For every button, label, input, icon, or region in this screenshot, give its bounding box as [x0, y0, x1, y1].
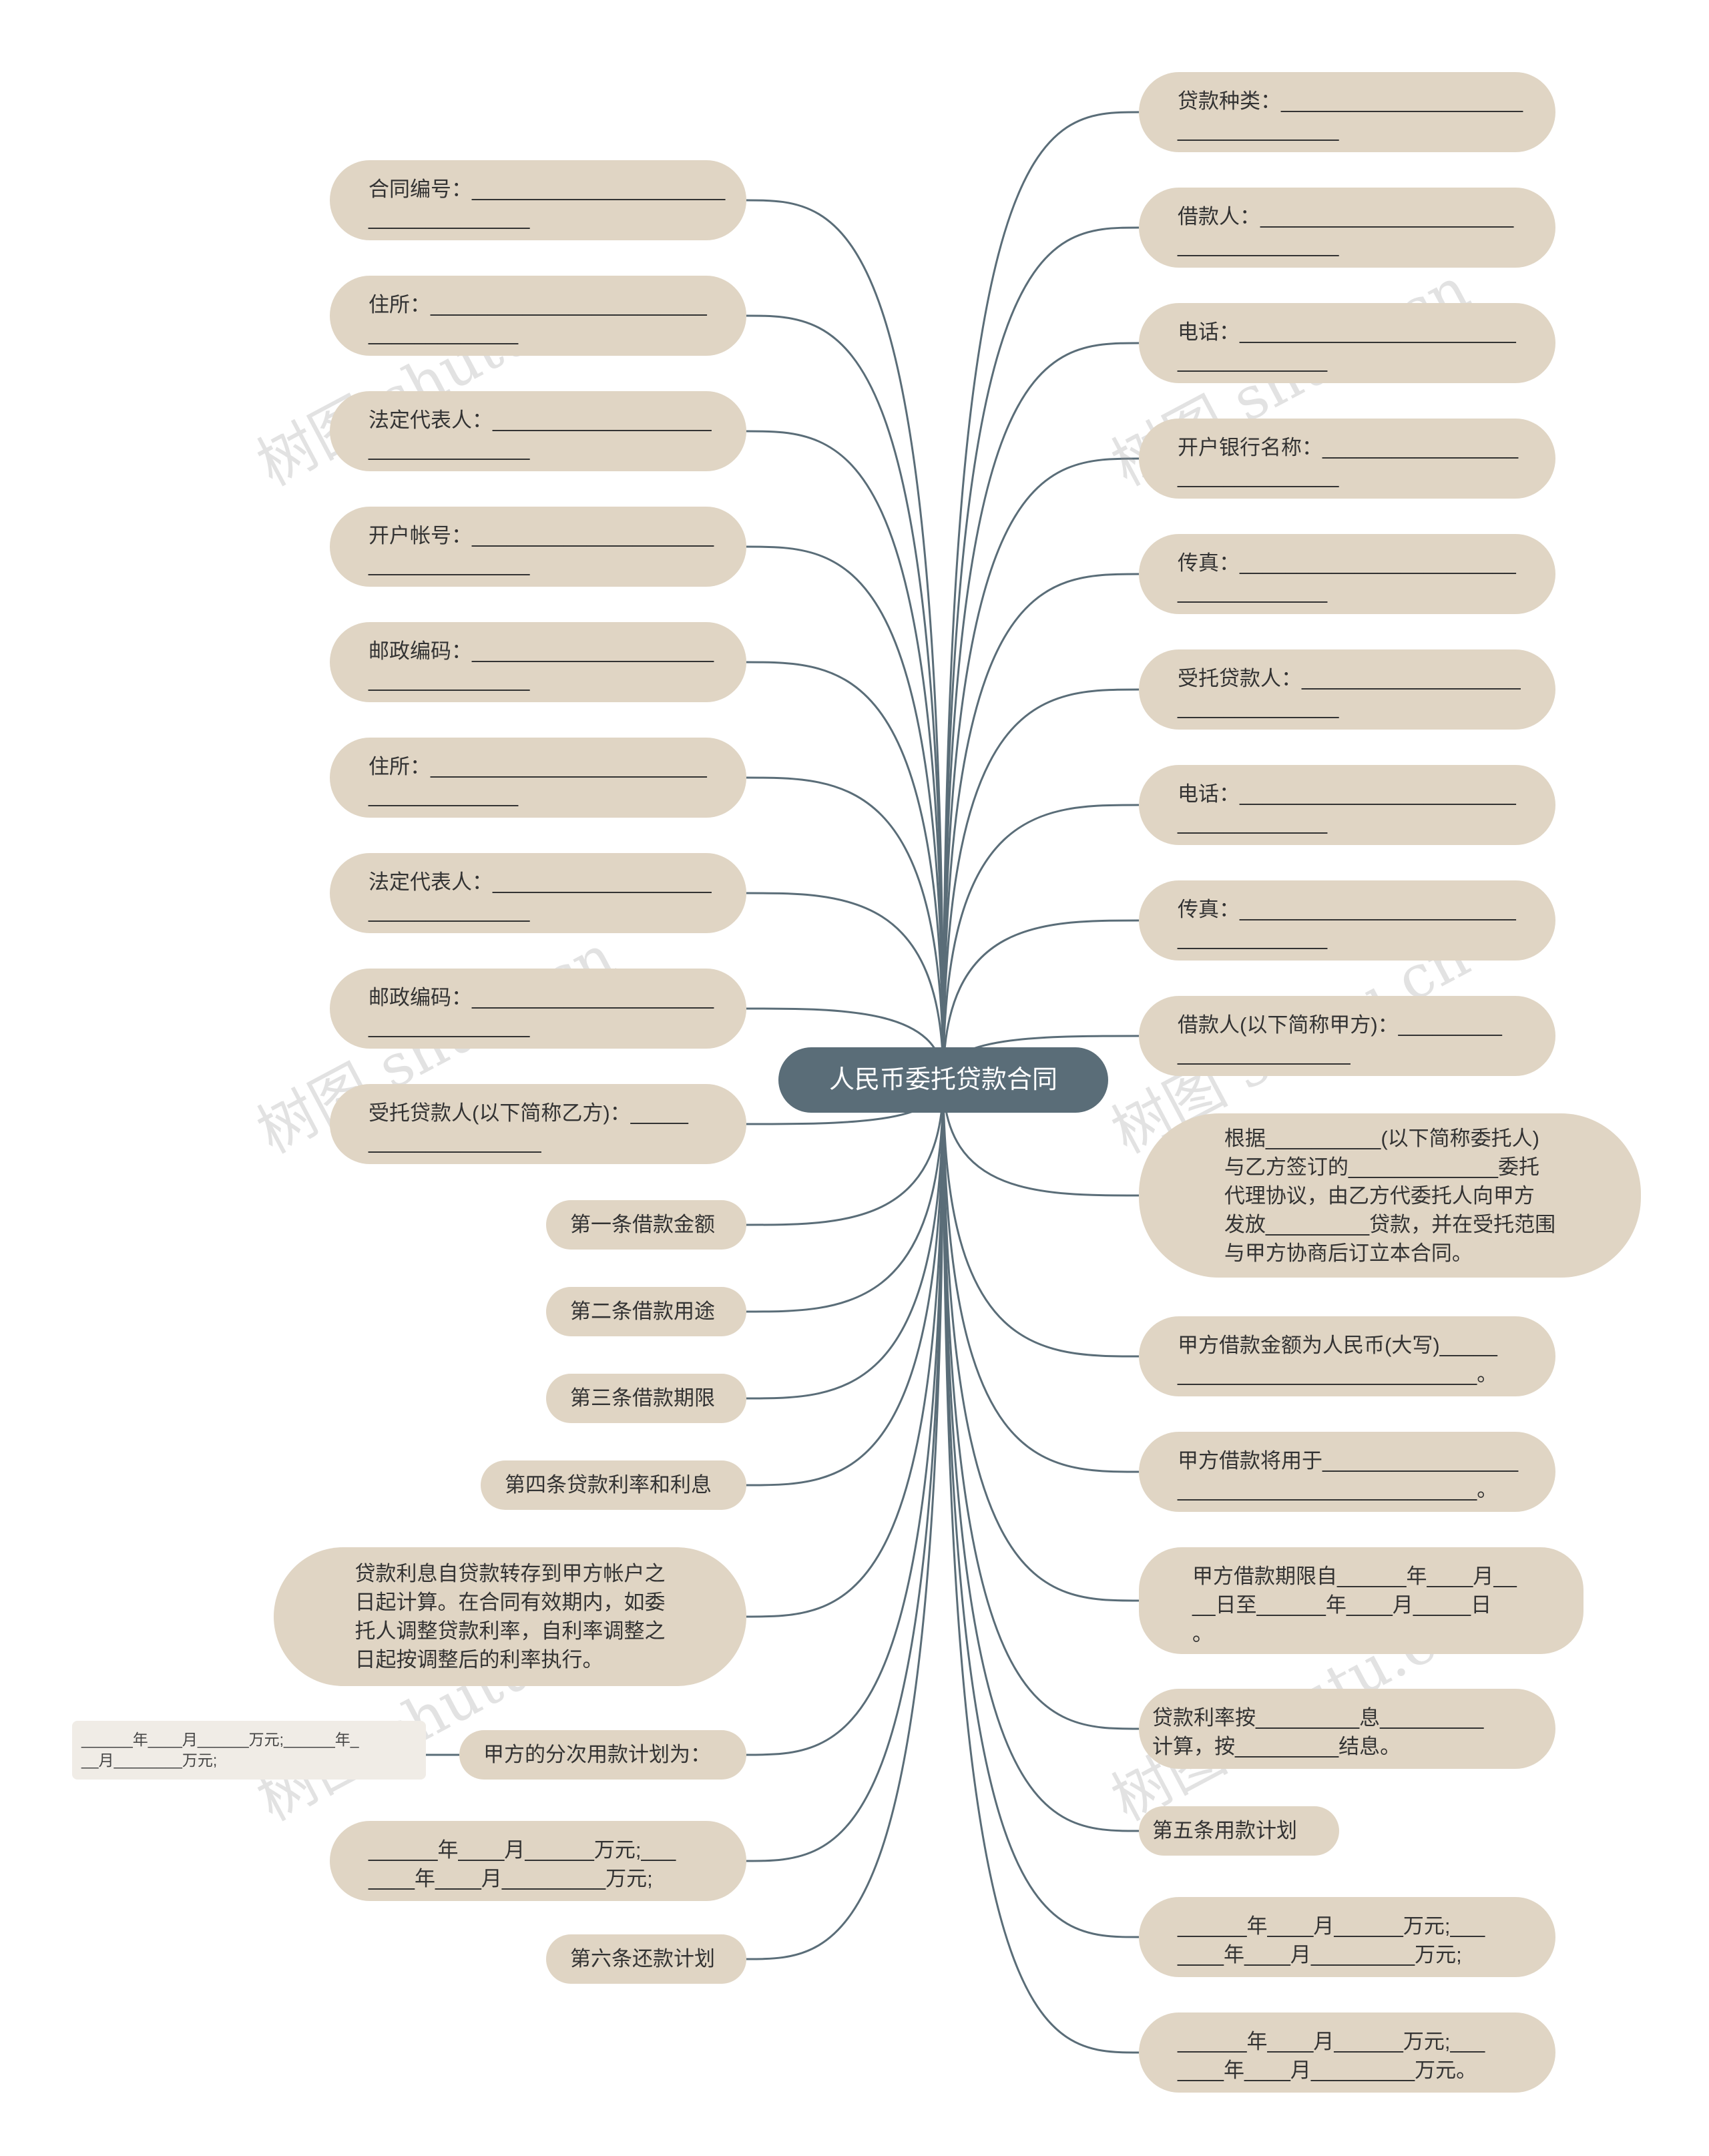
- connector-right-14: [942, 1079, 1140, 1730]
- node-phone[interactable]: 电话：________________________ ____________…: [1139, 303, 1555, 383]
- node-article-2[interactable]: 第二条借款用途: [546, 1287, 746, 1336]
- connector-right-2: [942, 226, 1140, 1081]
- node-legal-representative-2[interactable]: 法定代表人：___________________ ______________: [330, 853, 746, 933]
- connector-right-7: [942, 804, 1140, 1081]
- connector-left-15: [746, 1079, 945, 1756]
- node-fax[interactable]: 传真：________________________ ____________…: [1139, 534, 1555, 614]
- node-postal-code-2[interactable]: 邮政编码：_____________________ _____________…: [330, 969, 746, 1049]
- node-repayment-2[interactable]: ______年____月______万元;___ ____年____月_____…: [1139, 2012, 1555, 2093]
- node-trustee-lender[interactable]: 受托贷款人(以下简称乙方)：_____ _______________: [330, 1084, 746, 1164]
- connector-left-4: [746, 545, 945, 1081]
- node-trustee[interactable]: 受托贷款人：___________________ ______________: [1139, 649, 1555, 730]
- node-loan-term[interactable]: 甲方借款期限自______年____月__ __日至______年____月__…: [1139, 1547, 1583, 1654]
- node-article-3[interactable]: 第三条借款期限: [546, 1374, 746, 1423]
- central-topic[interactable]: 人民币委托贷款合同: [778, 1047, 1108, 1113]
- node-article-1[interactable]: 第一条借款金额: [546, 1200, 746, 1250]
- node-preamble[interactable]: 根据__________(以下简称委托人) 与乙方签订的____________…: [1139, 1113, 1641, 1278]
- node-article-6[interactable]: 第六条还款计划: [546, 1934, 746, 1984]
- connector-left-3: [746, 430, 945, 1081]
- connector-left-1: [746, 199, 945, 1081]
- node-fax-2[interactable]: 传真：________________________ ____________…: [1139, 880, 1555, 961]
- node-borrower[interactable]: 借款人：______________________ _____________…: [1139, 188, 1555, 268]
- connector-left-14: [746, 1079, 945, 1618]
- node-loan-type[interactable]: 贷款种类：_____________________ _____________…: [1139, 72, 1555, 152]
- node-interest-rate[interactable]: 贷款利率按_________息_________ 计算，按_________结息…: [1139, 1689, 1555, 1769]
- node-address-2[interactable]: 住所：________________________ ____________…: [330, 738, 746, 818]
- connector-right-11: [942, 1079, 1140, 1358]
- node-article-4[interactable]: 第四条贷款利率和利息: [481, 1460, 746, 1510]
- connector-left-13: [746, 1079, 945, 1487]
- connector-left-6: [746, 776, 945, 1081]
- node-postal-code[interactable]: 邮政编码：_____________________ _____________…: [330, 622, 746, 702]
- connector-right-3: [942, 342, 1140, 1081]
- node-address[interactable]: 住所：________________________ ____________…: [330, 276, 746, 356]
- connector-left-10: [746, 1079, 945, 1226]
- connector-right-17: [942, 1079, 1140, 2054]
- connector-right-6: [942, 688, 1140, 1081]
- connector-right-8: [942, 919, 1140, 1081]
- node-repayment-1[interactable]: ______年____月______万元;___ ____年____月_____…: [1139, 1897, 1555, 1977]
- connector-right-5: [942, 573, 1140, 1081]
- node-interest-note-text: 贷款利息自贷款转存到甲方帐户之 日起计算。在合同有效期内，如委 托人调整贷款利率…: [354, 1562, 666, 1671]
- connector-left-12: [746, 1079, 945, 1400]
- drawdown-plan-detail[interactable]: ______年____月______万元;______年_ __月_______…: [72, 1721, 426, 1780]
- node-preamble-text: 根据__________(以下简称委托人) 与乙方签订的____________…: [1224, 1126, 1556, 1265]
- connector-left-7: [746, 892, 945, 1081]
- node-account-number[interactable]: 开户帐号：_____________________ _____________…: [330, 507, 746, 587]
- connector-left-5: [746, 661, 945, 1081]
- node-interest-note[interactable]: 贷款利息自贷款转存到甲方帐户之 日起计算。在合同有效期内，如委 托人调整贷款利率…: [274, 1547, 746, 1686]
- node-loan-amount[interactable]: 甲方借款金额为人民币(大写)_____ ____________________…: [1139, 1316, 1555, 1396]
- node-phone-2[interactable]: 电话：________________________ ____________…: [1139, 765, 1555, 845]
- node-drawdown-plan[interactable]: 甲方的分次用款计划为：: [459, 1730, 746, 1780]
- connector-left-11: [746, 1079, 945, 1313]
- node-bank-name[interactable]: 开户银行名称：_________________ ______________: [1139, 419, 1555, 499]
- node-borrower-party-a[interactable]: 借款人(以下简称甲方)：_________ _______________: [1139, 996, 1555, 1076]
- node-contract-number[interactable]: 合同编号：______________________ ____________…: [330, 160, 746, 240]
- connector-left-2: [746, 314, 945, 1081]
- connector-left-16: [746, 1079, 945, 1862]
- connector-right-15: [942, 1079, 1140, 1832]
- node-loan-purpose[interactable]: 甲方借款将用于_________________ _______________…: [1139, 1432, 1555, 1512]
- connector-left-17: [746, 1079, 945, 1960]
- connector-right-13: [942, 1079, 1140, 1602]
- connector-right-16: [942, 1079, 1140, 1938]
- connector-right-12: [942, 1079, 1140, 1473]
- node-article-5[interactable]: 第五条用款计划: [1139, 1806, 1339, 1856]
- connector-right-4: [942, 457, 1140, 1081]
- connector-right-10: [942, 1079, 1140, 1197]
- node-legal-representative[interactable]: 法定代表人：___________________ ______________: [330, 391, 746, 471]
- node-drawdown-schedule[interactable]: ______年____月______万元;___ ____年____月_____…: [330, 1821, 746, 1901]
- connector-right-1: [942, 111, 1140, 1081]
